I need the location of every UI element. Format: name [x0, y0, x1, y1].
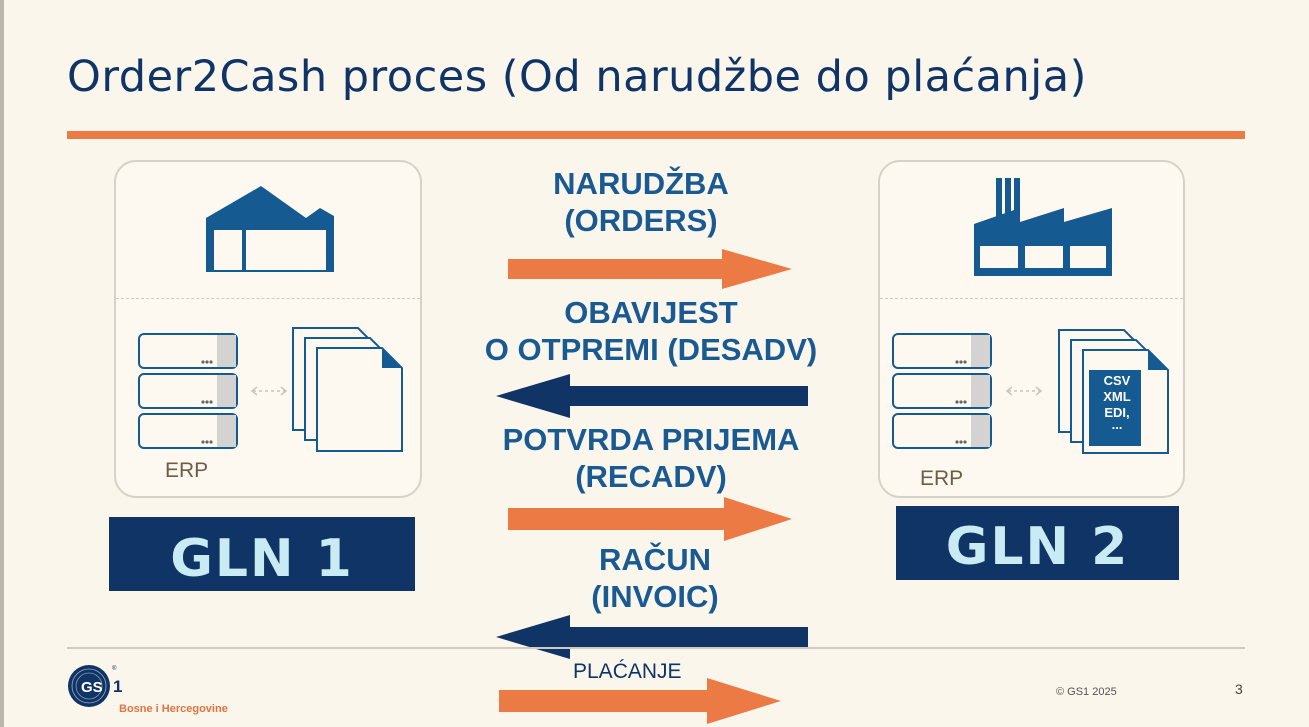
message-orders-label: NARUDŽBA (ORDERS)	[491, 165, 791, 239]
warehouse-icon	[206, 186, 334, 272]
message-recadv-label: POTVRDA PRIJEMA (RECADV)	[491, 421, 811, 495]
invoic-arrow-left	[496, 615, 808, 659]
left-party-panel: ERP	[114, 160, 422, 498]
message-desadv-line2: O OTPREMI (DESADV)	[484, 332, 818, 367]
slide-left-edge	[0, 0, 4, 727]
recadv-arrow-right	[508, 497, 792, 541]
message-recadv-line2: (RECADV)	[575, 459, 727, 494]
doc-format-list: CSV XML EDI, ...	[1092, 373, 1142, 432]
doc-format-more: ...	[1111, 417, 1123, 432]
erp-database-icon	[138, 333, 238, 449]
title-underline	[67, 131, 1245, 139]
payment-arrow-right	[499, 678, 781, 724]
panel-divider	[880, 298, 1183, 299]
message-recadv-line1: POTVRDA PRIJEMA	[502, 422, 800, 457]
erp-database-icon	[892, 333, 992, 449]
documents-icon	[292, 327, 403, 452]
doc-format-xml: XML	[1103, 389, 1131, 404]
message-orders-line2: (ORDERS)	[564, 203, 718, 238]
gs1-logo: GS 1 ®	[68, 665, 122, 707]
factory-icon	[974, 178, 1112, 276]
message-payment-label: PLAĆANJE	[573, 660, 682, 683]
documents-icon	[1058, 329, 1169, 454]
desadv-arrow-left	[496, 374, 808, 418]
erp-label: ERP	[165, 459, 209, 482]
footer-divider	[67, 647, 1245, 649]
message-desadv-line1: OBAVIJEST	[564, 295, 738, 330]
erp-label: ERP	[920, 467, 964, 490]
doc-format-csv: CSV	[1103, 373, 1131, 388]
message-invoic-label: RAČUN (INVOIC)	[505, 541, 805, 615]
message-desadv-label: OBAVIJEST O OTPREMI (DESADV)	[476, 294, 826, 368]
doc-format-edi: EDI,	[1104, 405, 1130, 420]
message-invoic-line2: (INVOIC)	[591, 579, 719, 614]
exchange-arrows-icon	[250, 386, 288, 396]
page-number: 3	[1235, 681, 1243, 697]
gs1-logo-subtitle: Bosne i Hercegovine	[119, 703, 228, 715]
svg-text:GS: GS	[81, 679, 103, 696]
right-party-panel: CSV XML EDI, ... ERP	[878, 160, 1185, 498]
svg-text:®: ®	[112, 665, 117, 672]
orders-arrow-right	[508, 249, 792, 289]
slide-title: Order2Cash proces (Od narudžbe do plaćan…	[67, 52, 1087, 102]
message-orders-line1: NARUDŽBA	[553, 166, 729, 201]
copyright-text: © GS1 2025	[1056, 686, 1117, 698]
message-invoic-line1: RAČUN	[599, 542, 711, 577]
gln-1-badge: GLN 1	[109, 517, 415, 591]
exchange-arrows-icon	[1005, 386, 1043, 396]
panel-divider	[116, 298, 420, 299]
svg-text:1: 1	[113, 677, 122, 696]
gln-2-badge: GLN 2	[896, 506, 1179, 580]
